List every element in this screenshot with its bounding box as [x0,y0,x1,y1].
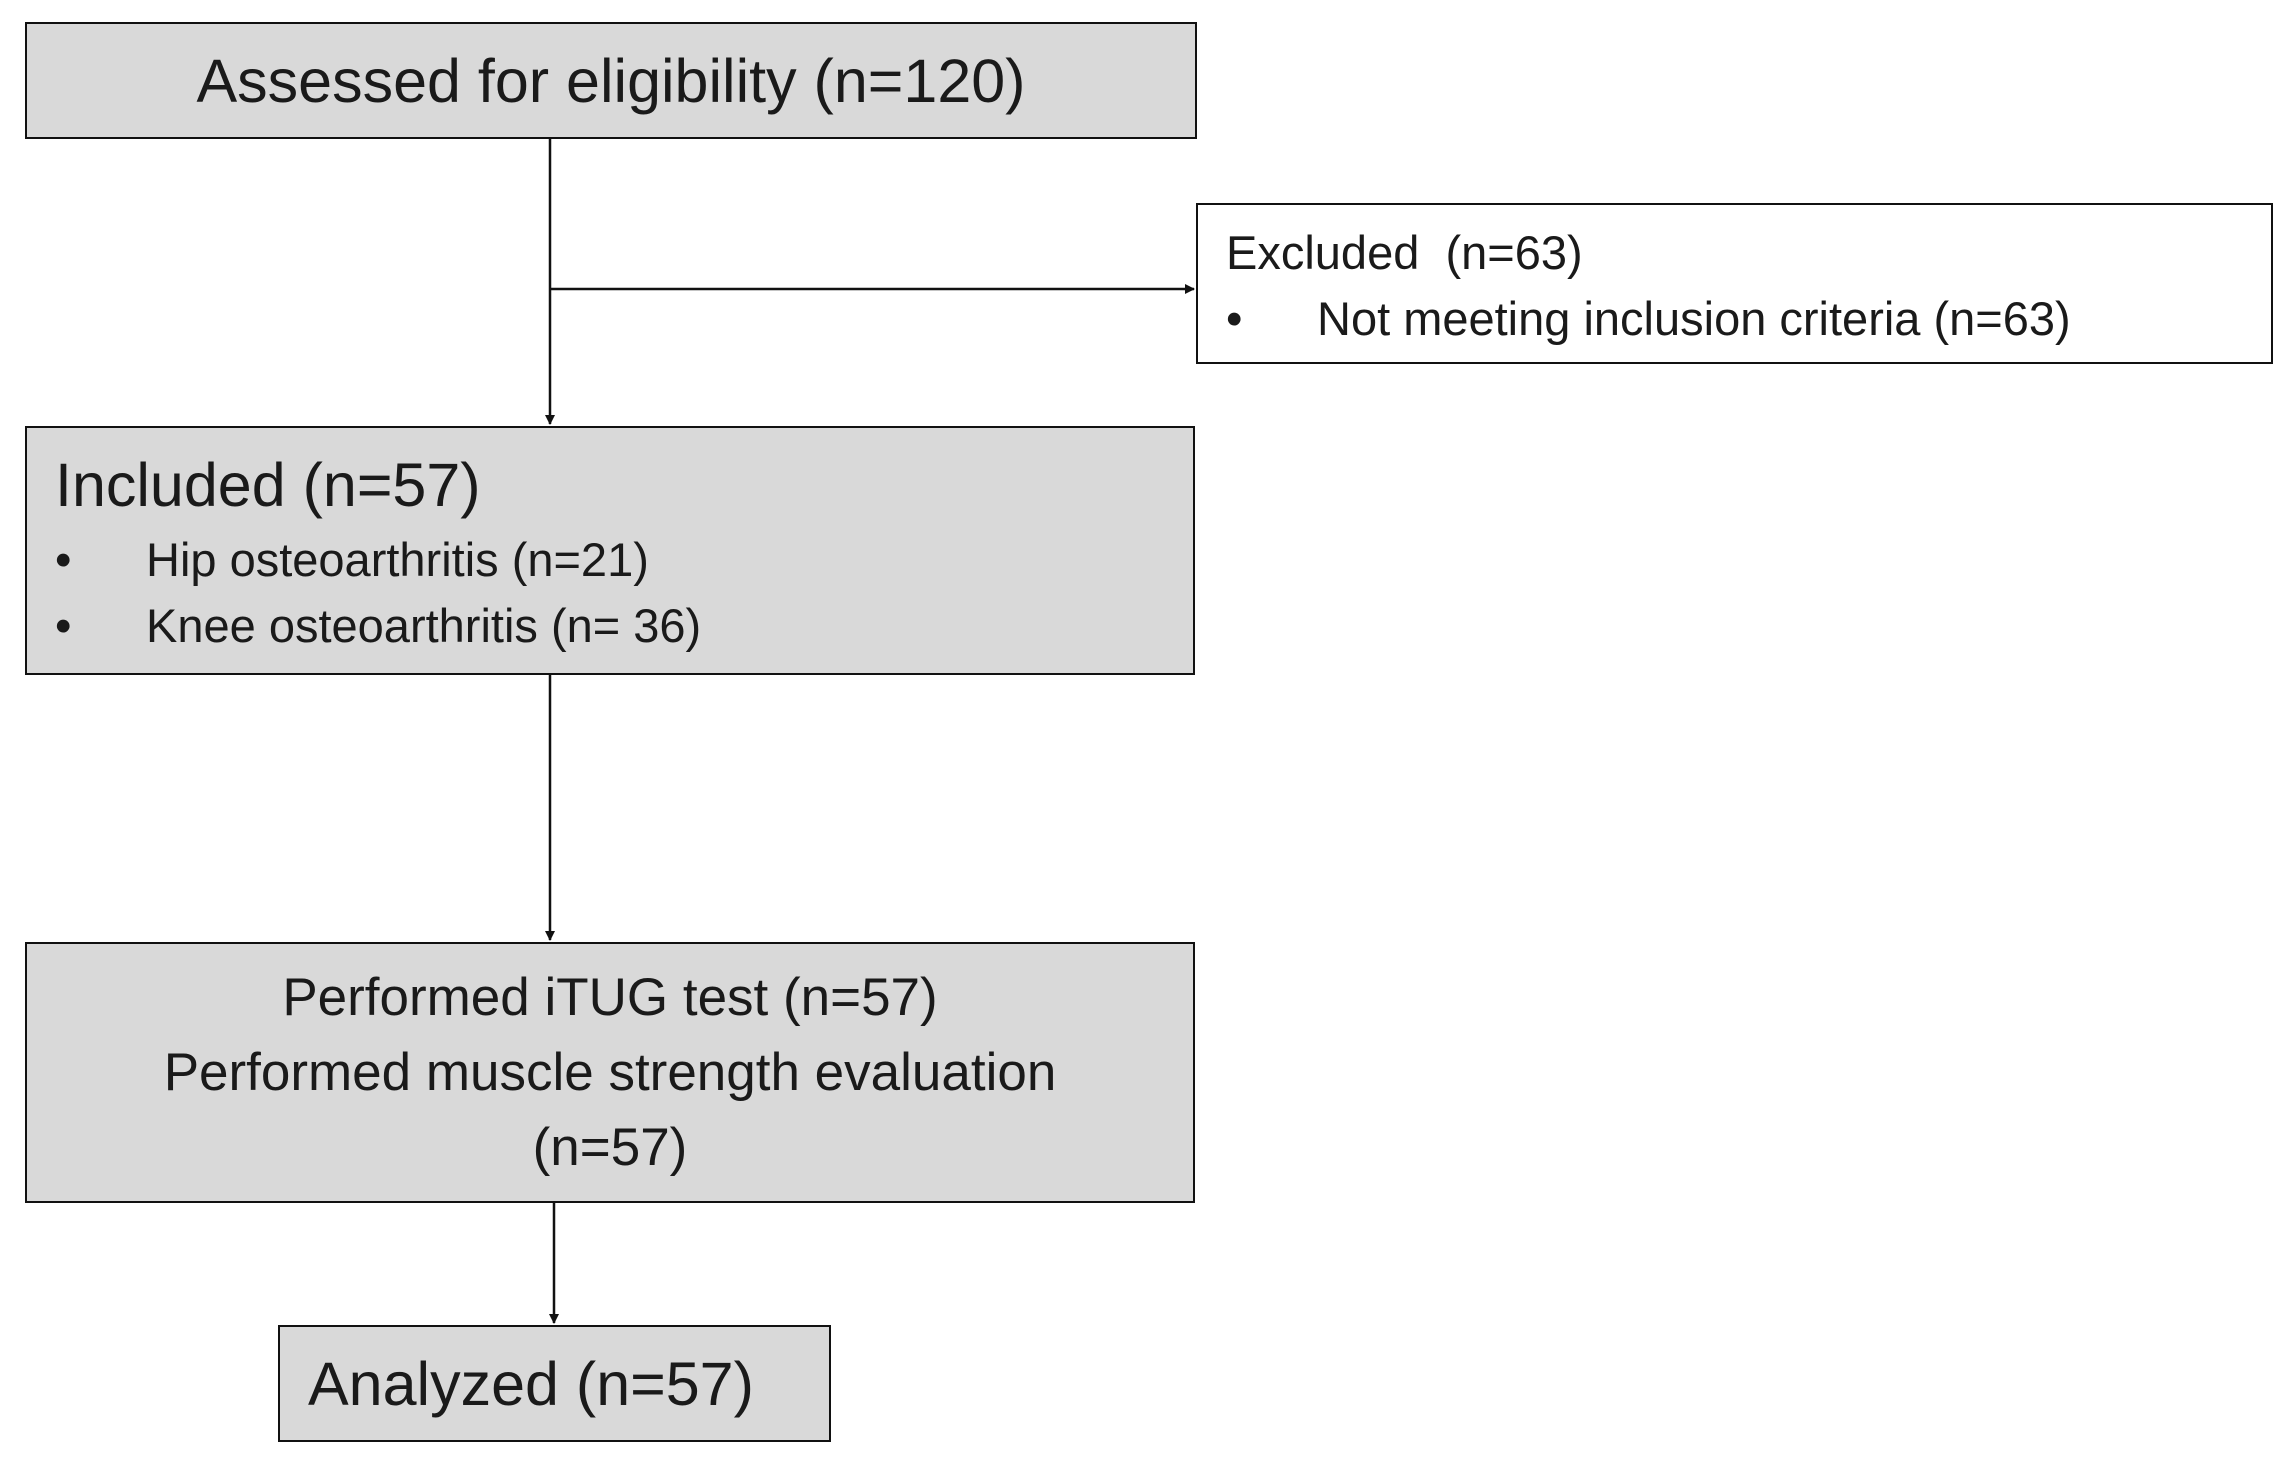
excluded-box: Excluded (n=63) • Not meeting inclusion … [1196,203,2273,364]
performed-line-count: (n=57) [532,1118,688,1177]
included-title: Included (n=57) [55,451,481,519]
analyzed-box: Analyzed (n=57) [278,1325,831,1442]
performed-line-itug: Performed iTUG test (n=57) [282,968,938,1027]
included-item-hip-text: Hip osteoarthritis (n=21) [146,533,649,586]
bullet-glyph: • [55,533,72,586]
excluded-item-text: Not meeting inclusion criteria (n=63) [1317,292,2071,345]
included-item-hip: • Hip osteoarthritis (n=21) [55,532,649,587]
included-item-knee-text: Knee osteoarthritis (n= 36) [146,599,702,652]
performed-line-strength: Performed muscle strength evaluation [163,1043,1057,1102]
excluded-title: Excluded (n=63) [1226,226,1583,279]
performed-box: Performed iTUG test (n=57) Performed mus… [25,942,1195,1203]
bullet-glyph: • [1226,292,1243,345]
bullet-glyph: • [55,599,72,652]
excluded-item: • Not meeting inclusion criteria (n=63) [1226,291,2071,346]
assessed-box: Assessed for eligibility (n=120) [25,22,1197,139]
included-item-knee: • Knee osteoarthritis (n= 36) [55,598,701,653]
assessed-label: Assessed for eligibility (n=120) [196,46,1026,115]
included-box: Included (n=57) • Hip osteoarthritis (n=… [25,426,1195,675]
analyzed-label: Analyzed (n=57) [308,1349,754,1418]
